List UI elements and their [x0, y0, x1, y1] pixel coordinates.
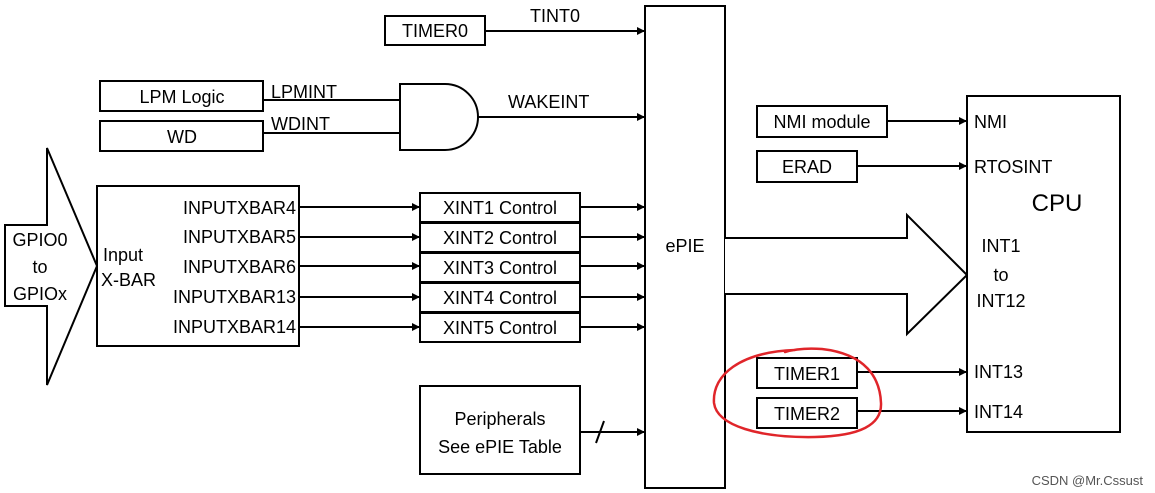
int13-input-label: INT13 [974, 362, 1023, 382]
and-gate [399, 83, 479, 151]
rtosint-input-label: RTOSINT [974, 157, 1052, 177]
nmi-module-block [756, 105, 888, 138]
nmi-input-label: NMI [974, 112, 1007, 132]
int12-label: INT12 [976, 291, 1025, 311]
input-xbar-label-line1: Input [103, 245, 143, 265]
timer0-label: TIMER0 [402, 21, 468, 41]
xint5-control-label: XINT5 Control [443, 318, 557, 338]
peripherals-block [419, 385, 581, 475]
int1-int12-arrow [725, 212, 969, 337]
inputxbar13-label: INPUTXBAR13 [173, 287, 296, 307]
input-xbar-block [96, 185, 300, 347]
epie-block [644, 5, 726, 489]
erad-label: ERAD [782, 157, 832, 177]
wakeint-label: WAKEINT [508, 92, 589, 112]
gpio-label-line2: to [32, 257, 47, 277]
wdint-label: WDINT [271, 114, 330, 134]
bus-slash [595, 420, 605, 444]
gpio-arrow [4, 147, 99, 386]
timer2-label: TIMER2 [774, 404, 840, 424]
watermark: CSDN @Mr.Cssust [1032, 473, 1144, 488]
peripherals-label-line1: Peripherals [454, 409, 545, 429]
int1-label: INT1 [981, 236, 1020, 256]
inputxbar5-label: INPUTXBAR5 [183, 227, 296, 247]
cpu-block [966, 95, 1121, 433]
int14-input-label: INT14 [974, 402, 1023, 422]
xint4-control-label: XINT4 Control [443, 288, 557, 308]
xint5-control-block [419, 312, 581, 343]
wd-block [99, 120, 264, 152]
highlight-circle [712, 347, 883, 439]
timer0-block [384, 15, 486, 46]
int-range-to-label: to [993, 265, 1008, 285]
input-xbar-label-line2: X-BAR [101, 270, 156, 290]
lpm-logic-label: LPM Logic [139, 87, 224, 107]
gpio-label-line1: GPIO0 [12, 230, 67, 250]
timer1-label: TIMER1 [774, 364, 840, 384]
timer2-block [756, 397, 858, 429]
peripherals-label-line2: See ePIE Table [438, 437, 562, 457]
xint2-control-label: XINT2 Control [443, 228, 557, 248]
lpm-logic-block [99, 80, 264, 112]
gpio-label-line3: GPIOx [13, 284, 67, 304]
lpmint-label: LPMINT [271, 82, 337, 102]
xint1-control-label: XINT1 Control [443, 198, 557, 218]
cpu-label: CPU [1032, 190, 1083, 217]
xint3-control-label: XINT3 Control [443, 258, 557, 278]
nmi-module-label: NMI module [773, 112, 870, 132]
xint3-control-block [419, 252, 581, 283]
wd-label: WD [167, 127, 197, 147]
tint0-label: TINT0 [530, 6, 580, 26]
epie-label: ePIE [665, 236, 704, 256]
inputxbar4-label: INPUTXBAR4 [183, 198, 296, 218]
inputxbar6-label: INPUTXBAR6 [183, 257, 296, 277]
inputxbar14-label: INPUTXBAR14 [173, 317, 296, 337]
